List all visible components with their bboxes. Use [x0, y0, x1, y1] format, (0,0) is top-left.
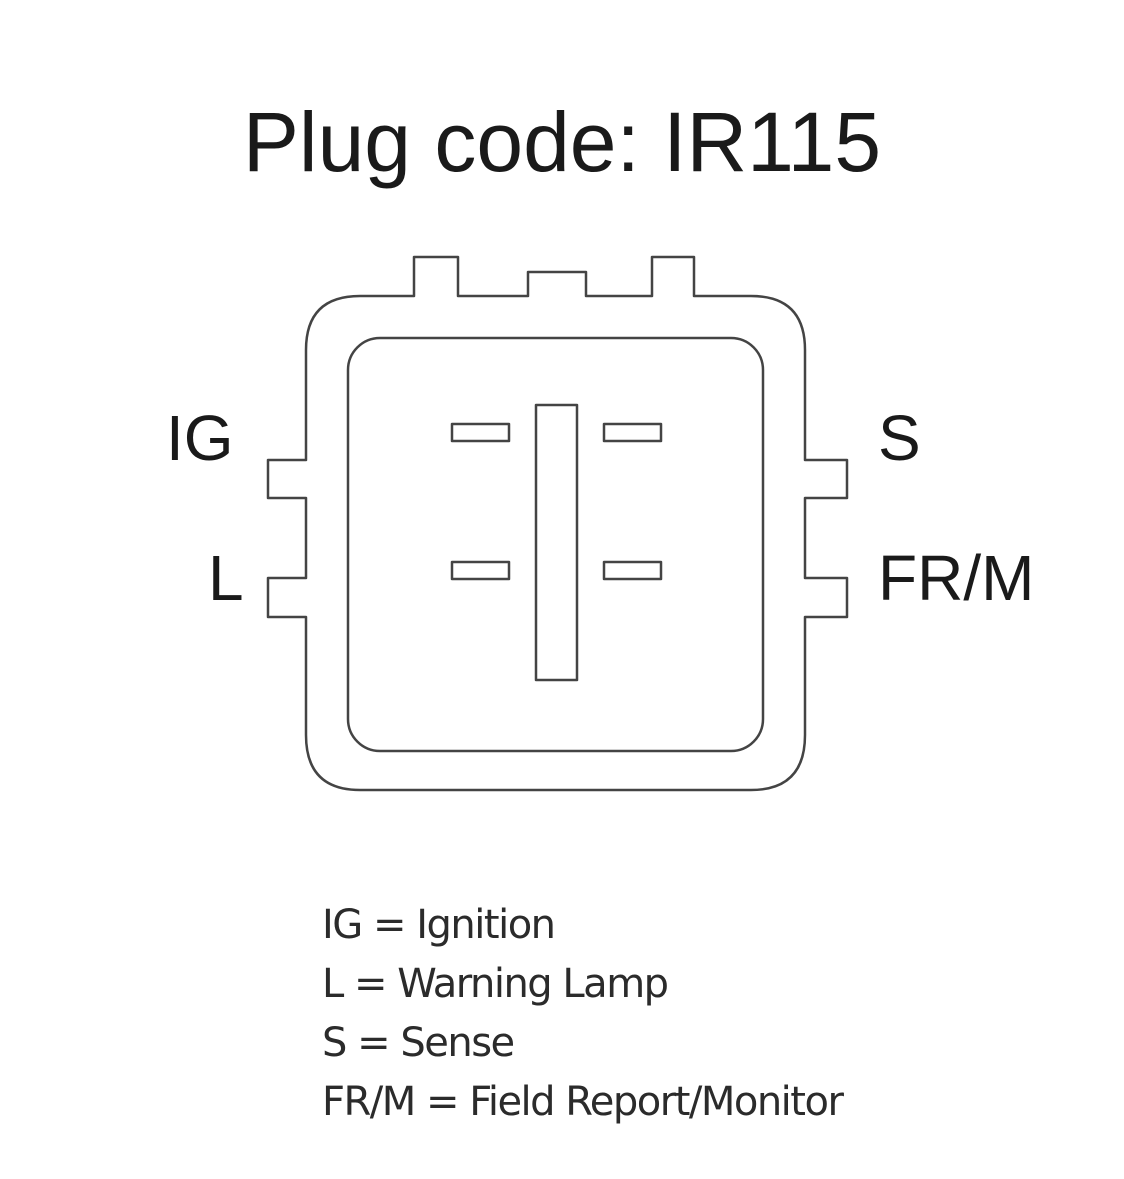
pin-label-ig: IG [166, 402, 234, 474]
terminal-frm [602, 560, 663, 581]
pin-label-s: S [878, 402, 921, 474]
center-key-slot [534, 403, 579, 682]
legend-item-s: S = Sense [322, 1020, 515, 1066]
terminal-l [450, 560, 511, 581]
legend-item-l: L = Warning Lamp [322, 961, 669, 1007]
connector-inner-cavity [346, 336, 765, 753]
plug-code-title: Plug code: IR115 [242, 95, 882, 189]
connector-housing-outline [266, 255, 849, 792]
terminal-s [602, 422, 663, 443]
legend-item-ig: IG = Ignition [322, 902, 556, 948]
pin-label-l: L [208, 542, 244, 614]
pin-legend: IG = Ignition L = Warning Lamp S = Sense… [322, 896, 844, 1132]
terminal-ig [450, 422, 511, 443]
pin-label-frm: FR/M [878, 542, 1035, 614]
legend-item-frm: FR/M = Field Report/Monitor [322, 1079, 844, 1125]
